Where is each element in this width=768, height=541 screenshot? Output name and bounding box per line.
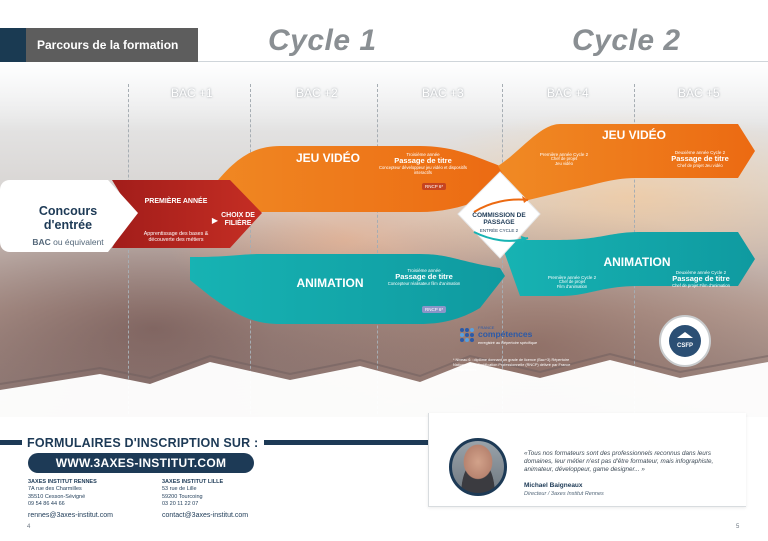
- play-arrow-icon: ▶: [211, 216, 219, 225]
- address-line: 59200 Tourcoing: [162, 493, 203, 500]
- animation-title-cycle1: ANIMATION: [296, 276, 364, 290]
- commission-subtitle: ENTRÉE CYCLE 2: [479, 228, 519, 233]
- block-detail: Chef de projet Jeu vidéo: [677, 162, 723, 168]
- block-detail: Jeu vidéo: [555, 161, 573, 166]
- block-title: Passage de titre: [395, 272, 453, 282]
- block-kicker: Première année Cycle 2: [547, 275, 597, 280]
- block-title: Passage de titre: [671, 154, 729, 164]
- website-url: WWW.3AXES-INSTITUT.COM: [55, 456, 227, 470]
- bac-label: BAC +2: [296, 86, 338, 100]
- testimonial-role: Directeur / 3axes Institut Rennes: [524, 491, 604, 497]
- address-line: 7A rue des Charmilles: [28, 486, 82, 493]
- rncp-badge: RNCP 6*: [422, 183, 447, 190]
- address-name: 3AXES INSTITUT LILLE: [162, 479, 224, 485]
- jv-cycle2-year1-block: Première année Cycle 2 Chef de projet Je…: [526, 152, 602, 167]
- header-accent: [0, 28, 26, 62]
- block-title: Passage de titre: [672, 274, 730, 284]
- block-detail: Concepteur développeur jeu vidéo et disp…: [379, 164, 467, 175]
- csfp-seal: CSFP: [669, 325, 701, 357]
- website-link[interactable]: WWW.3AXES-INSTITUT.COM: [28, 453, 254, 473]
- header-rule: [198, 61, 768, 62]
- jeu-video-title-cycle2: JEU VIDÉO: [601, 128, 667, 142]
- france-competences-brand: compétences: [478, 329, 533, 339]
- jeu-video-track-cycle1: [190, 146, 505, 218]
- testimonial-name: Michael Baigneaux: [524, 482, 583, 489]
- first-year-arrow: [112, 180, 262, 248]
- block-kicker: Troisième année: [407, 268, 441, 273]
- block-title: Passage de titre: [394, 156, 452, 166]
- block-detail: Concepteur réalisateur film d'animation: [387, 280, 461, 286]
- testimonial-quote: «Tous nos formateurs sont des profession…: [524, 450, 714, 474]
- page-title: Parcours de la formation: [37, 38, 179, 52]
- block-kicker: Deuxième année Cycle 2: [674, 150, 726, 155]
- year-divider: [128, 84, 129, 414]
- commission-title: COMMISSION DE PASSAGE: [472, 212, 526, 227]
- jv-cycle2-year2-block: Deuxième année Cycle 2 Passage de titre …: [656, 150, 744, 169]
- block-kicker: Première année Cycle 2: [539, 152, 589, 157]
- animation-track-cycle2: [500, 232, 755, 296]
- block-detail: Film d'animation: [556, 284, 588, 289]
- address-email[interactable]: contact@3axes-institut.com: [162, 511, 249, 519]
- block-title: Chef de projet: [550, 156, 578, 162]
- first-year-title: PREMIÈRE ANNÉE: [144, 198, 208, 205]
- jeu-video-title-cycle1: JEU VIDÉO: [295, 151, 361, 165]
- block-kicker: Deuxième année Cycle 2: [675, 270, 727, 275]
- csfp-label: CSFP: [676, 343, 693, 349]
- entry-subtitle-rest: ou équivalent: [50, 237, 104, 247]
- animation-title-cycle2: ANIMATION: [603, 255, 671, 269]
- bottom-band-shadow: [0, 352, 768, 385]
- address-lille: 3AXES INSTITUT LILLE 53 rue de Lille 592…: [162, 479, 248, 520]
- cycle-2-heading: Cycle 2: [572, 24, 681, 57]
- bac-label: BAC +5: [678, 86, 720, 100]
- block-title: Chef de projet: [558, 279, 586, 285]
- bottom-band: [0, 360, 768, 417]
- formation-flow-diagram: [0, 124, 768, 417]
- entry-subtitle-bold: BAC: [32, 237, 51, 247]
- graduation-cap-icon: [677, 330, 693, 338]
- registration-rule-left: [0, 440, 22, 445]
- jeu-video-track-cycle2: [498, 124, 755, 202]
- jv-year3-block: Troisième année Passage de titre Concept…: [378, 152, 468, 175]
- an-cycle2-year1-block: Première année Cycle 2 Chef de projet Fi…: [530, 275, 614, 290]
- rncp-badge: RNCP 6*: [422, 306, 447, 313]
- bac-label: BAC +3: [422, 86, 464, 100]
- entry-badge-shape: [0, 180, 138, 252]
- first-year-desc: Apprentissage des bases & découverte des…: [143, 231, 209, 244]
- address-email[interactable]: rennes@3axes-institut.com: [28, 511, 113, 519]
- bac-label: BAC +4: [547, 86, 589, 100]
- address-line: 53 rue de Lille: [162, 486, 197, 493]
- bac-label: BAC +1: [171, 86, 213, 100]
- address-phone: 03 20 11 22 07: [162, 501, 199, 508]
- csfp-badge: CSFP: [659, 315, 711, 367]
- address-phone: 09 54 86 44 66: [28, 501, 65, 508]
- address-name: 3AXES INSTITUT RENNES: [28, 479, 97, 485]
- registration-title: FORMULAIRES D'INSCRIPTION SUR :: [27, 436, 259, 450]
- entry-subtitle: BAC ou équivalent: [24, 237, 112, 248]
- block-kicker: Troisième année: [406, 152, 440, 157]
- track-choice-label: CHOIX DE FILIÈRE: [221, 212, 255, 228]
- an-year3-block: Troisième année Passage de titre Concept…: [376, 268, 472, 287]
- page-number-right: 5: [736, 524, 740, 530]
- avatar: [449, 438, 507, 496]
- entry-title: Concours d'entrée: [38, 204, 98, 233]
- registration-rule-right: [264, 440, 429, 445]
- an-cycle2-year2-block: Deuxième année Cycle 2 Passage de titre …: [654, 270, 748, 289]
- cycle-1-heading: Cycle 1: [268, 24, 377, 57]
- rncp-footnote: * Niveau 6 : diplôme donnant un grade de…: [453, 358, 571, 372]
- france-competences-tag: enregistré au Répertoire spécifique: [478, 341, 538, 345]
- france-competences-top: FRANCE: [478, 325, 495, 330]
- header-bar: Parcours de la formation: [26, 28, 198, 62]
- address-rennes: 3AXES INSTITUT RENNES 7A rue des Charmil…: [28, 479, 113, 520]
- block-detail: Chef de projet Film d'animation: [672, 282, 730, 288]
- year-divider: [250, 84, 251, 414]
- year-divider: [377, 84, 378, 414]
- france-competences-logo: [460, 328, 474, 342]
- address-line: 35510 Cesson-Sévigné: [28, 493, 86, 500]
- page-number-left: 4: [27, 524, 31, 530]
